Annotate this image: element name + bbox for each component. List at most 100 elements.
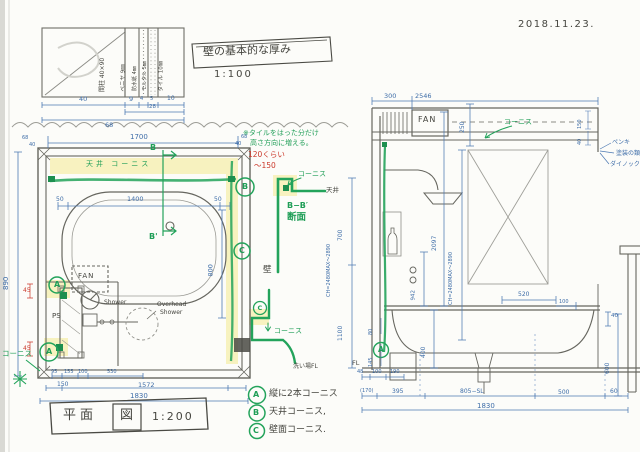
x-panel [467,149,549,285]
dim-mortar: 5 [150,96,154,102]
section-marker-a: A [378,345,384,354]
plan-dim-95: 95 [51,369,58,375]
section-dim-805: 805−SL [460,388,484,395]
section-dim-2546: 2546 [415,92,432,100]
section-dim-600: 600 [604,362,611,374]
plan-dim-40-left: 40 [29,142,36,148]
wall-detail-drawing [41,27,333,123]
plan-marker-b: B [242,182,249,191]
plan-marker-a: A [54,280,61,289]
plan-marker-a2: A [46,347,53,356]
finish-label-1: ペンキ [612,139,631,146]
section-view-drawing [362,107,640,394]
date-text: 2018.11.23. [518,19,595,30]
section-dim-100b: 100 [372,369,382,375]
bb-marker-c: C [257,303,263,312]
section-cornice-marks [372,125,513,359]
legend-c-label: 壁面コーニス. [269,425,326,435]
bb-cornice-lower-label: コーニス [274,327,302,335]
section-fl-label: FL [352,359,360,367]
fold-wave-line [11,122,349,128]
tile-note-line2: 高さ方向に増える。 [250,139,313,147]
bb-wall-label: 壁 [263,265,272,275]
section-dim-520: 520 [518,291,530,298]
layer-paper-label: 防水紙 4㎜ [132,66,138,91]
floor-line [362,367,640,373]
plan-dim-890: 890 [2,276,10,290]
fan-box-plan [71,265,109,293]
section-dim-1100: 1100 [337,325,344,341]
overhead-shower-label-2: Shower [160,309,183,316]
overhead-shower-label-1: Overhead [157,301,187,308]
wall-detail-scale: 1:100 [214,69,253,80]
wall-detail-title-box [191,36,333,69]
section-cornice-label: コーニス [504,118,532,126]
overhead-shower-circle [125,307,159,341]
plan-view-drawing [37,147,251,379]
section-dim-300: 300 [384,92,397,100]
plan-cornice-marks [13,150,255,387]
section-ch-right: CH=2480MAX〜2890 [448,251,454,305]
plan-dim-50-right: 50 [214,196,222,203]
plan-dim-800: 800 [206,264,215,277]
section-fan-label: FAN [418,115,437,124]
range-note-line2: 〜150 [254,161,276,170]
finish-label-3: ダイノック [610,161,640,168]
tub-trap [474,352,494,369]
tub-bowl [391,309,595,354]
plan-fan-label: FAN [78,272,95,280]
plan-dim-1700: 1700 [130,133,148,141]
section-cut-b: B [150,143,157,152]
section-dim-500: 500 [558,389,570,396]
bathtub-plan [61,191,227,305]
right-wall [627,254,637,393]
plan-dim-100: 100 [78,369,88,375]
section-dim-700: 700 [337,229,344,241]
plan-dim-155: 155 [64,369,74,375]
ps-walls [46,281,119,366]
legend-circles [247,385,267,440]
plan-cornice-left-label: コーニス [2,349,32,358]
duct-grille [382,112,408,134]
plan-ceiling-cornice-label: 天井 コーニス [86,160,152,168]
section-dim-40-top: 40 [577,138,583,145]
bb-section-name-2: 断面 [287,212,307,223]
section-dim-145: 145 [368,357,374,367]
dim-tile: 10 [167,95,175,102]
dim-stud: 40 [79,95,88,103]
section-dim-942: 942 [410,290,417,301]
section-dim-1830: 1830 [477,402,495,410]
tile-note-line1: ※タイルをはった分だけ [243,129,319,137]
finish-label-2: 塗装の類 [616,150,640,157]
plan-marker-c: C [239,246,245,255]
dim-plywood: 9 [129,95,134,103]
fan-box-section [411,109,449,137]
ps-label: PS [52,312,61,320]
bb-section-sketch [250,177,327,365]
section-dim-150: 150 [577,119,583,129]
faucet-dial [80,290,100,310]
layer-plywood-label: ベニヤ 9㎜ [120,64,127,92]
plan-title-box [49,397,209,435]
bb-cornice-label: コーニス [298,170,326,178]
plan-title-1: 平面 [63,408,98,423]
plan-dim-1400: 1400 [127,195,144,203]
plan-dim-68-left: 68 [22,135,29,141]
section-dim-80: 80 [368,328,374,335]
range-note-line1: 120くらい [248,150,285,159]
section-ch-left: CH=2480MAX〜2890 [326,243,332,297]
section-dim-40-right: 40 [611,313,618,319]
legend-marker-b: B [253,408,260,417]
paper-edge [0,0,10,452]
legend-a-label: 縦に2本コーニス [269,389,338,399]
section-dim-250: 250 [459,121,466,133]
layer-tile-label: タイル 10㎜ [158,60,165,92]
section-dim-60: 60 [610,388,618,395]
legend-marker-c: C [253,426,259,435]
plan-title-scale: 1:200 [152,410,194,423]
section-dim-400: 400 [420,346,427,358]
plan-dim-1572: 1572 [138,381,155,389]
plan-dim-45-upper: 45 [23,287,31,294]
